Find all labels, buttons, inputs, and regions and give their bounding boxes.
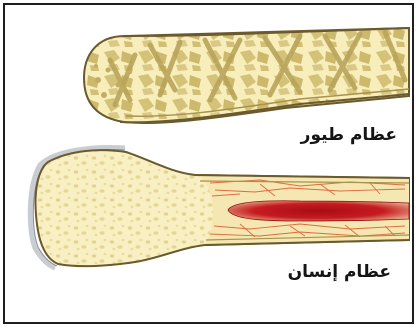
human-bone: [30, 148, 409, 268]
bird-bone: [84, 28, 409, 123]
bird-bone-shape: [84, 28, 409, 123]
bone-marrow: [228, 201, 409, 221]
bird-bone-label: عظام طيور: [301, 125, 397, 145]
human-bone-label: عظام إنسان: [288, 262, 391, 282]
